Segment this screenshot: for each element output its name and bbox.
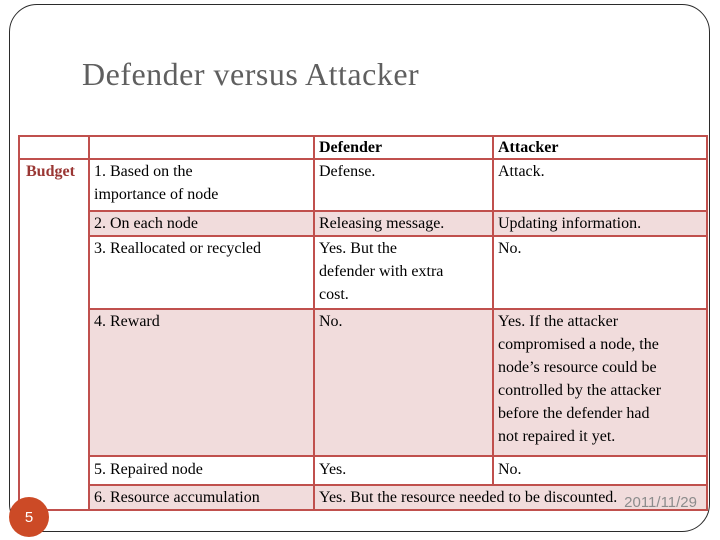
table-header-row: Defender Attacker xyxy=(18,135,708,160)
defender-cell: No. xyxy=(313,308,494,457)
merged-answer-cell: Yes. But the resource needed to be disco… xyxy=(313,484,708,511)
comparison-table: Defender Attacker Budget 1. Based on the… xyxy=(18,135,708,511)
item-cell: 5. Repaired node xyxy=(88,455,315,486)
slide-frame-border xyxy=(9,4,710,532)
item-cell: 3. Reallocated or recycled xyxy=(88,235,315,310)
item-cell: 4. Reward xyxy=(88,308,315,457)
row-group-label-budget: Budget xyxy=(18,158,90,511)
defender-cell: Defense. xyxy=(313,158,494,212)
item-cell: 2. On each node xyxy=(88,210,315,237)
table-row: 2. On each node Releasing message. Updat… xyxy=(19,210,708,237)
attacker-cell: Attack. xyxy=(492,158,708,212)
page-number: 5 xyxy=(24,508,34,526)
header-empty-cell xyxy=(18,135,90,160)
defender-cell: Releasing message. xyxy=(313,210,494,237)
attacker-cell: Yes. If the attacker compromised a node,… xyxy=(492,308,708,457)
table-row: Budget 1. Based on the importance of nod… xyxy=(18,158,708,511)
defender-cell: Yes. But the defender with extra cost. xyxy=(313,235,494,310)
table-row: 4. Reward No. Yes. If the attacker compr… xyxy=(19,308,708,457)
table-row: 5. Repaired node Yes. No. xyxy=(19,455,708,486)
table-row: 3. Reallocated or recycled Yes. But the … xyxy=(19,235,708,310)
slide-title: Defender versus Attacker xyxy=(82,56,420,92)
page-number-badge: 5 xyxy=(9,497,49,537)
attacker-cell: No. xyxy=(492,235,708,310)
defender-cell: Yes. xyxy=(313,455,494,486)
item-cell: 6. Resource accumulation xyxy=(88,484,315,511)
table-row: 6. Resource accumulation Yes. But the re… xyxy=(19,484,708,511)
slide-date: 2011/11/29 xyxy=(624,494,697,511)
attacker-cell: Updating information. xyxy=(492,210,708,237)
item-cell: 1. Based on the importance of node xyxy=(88,158,315,212)
header-empty-cell xyxy=(88,135,315,160)
attacker-cell: No. xyxy=(492,455,708,486)
column-header-attacker: Attacker xyxy=(492,135,708,160)
column-header-defender: Defender xyxy=(313,135,494,160)
